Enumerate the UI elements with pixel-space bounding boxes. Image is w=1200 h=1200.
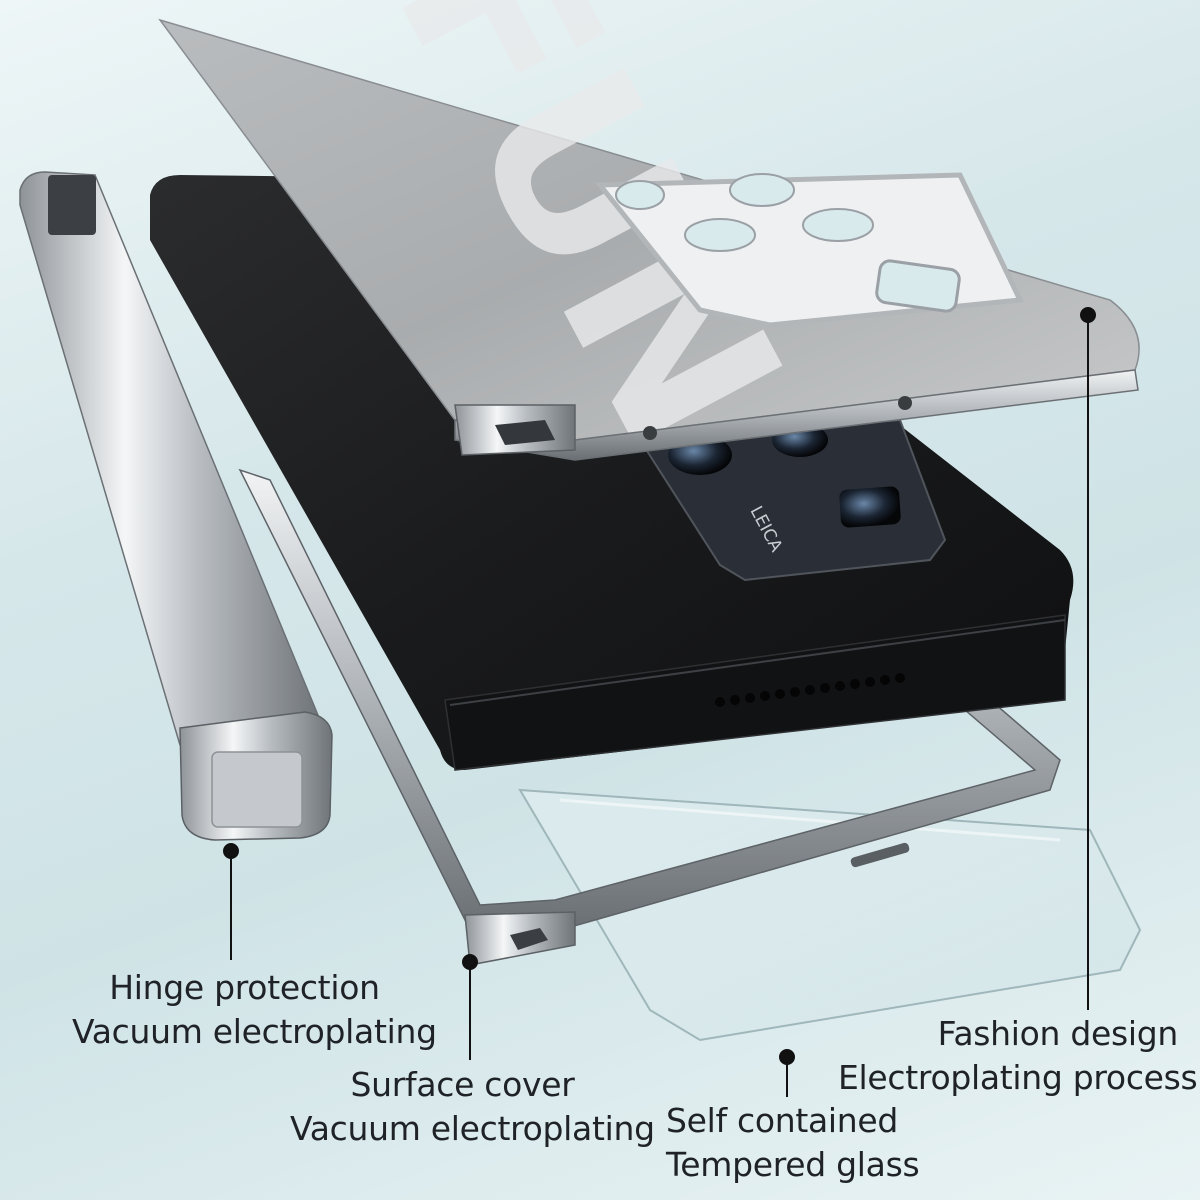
fashion-callout-line2: Electroplating process xyxy=(838,1058,1198,1097)
surface-callout-line2: Vacuum electroplating xyxy=(290,1109,655,1148)
fashion-callout-line1: Fashion design xyxy=(937,1014,1179,1053)
hinge-protection-callout: Hinge protection Vacuum electroplating xyxy=(72,966,437,1054)
foldable-phone-body: LEICA xyxy=(150,175,1074,771)
lens-cutout-icon xyxy=(875,259,961,313)
hinge-callout-line1: Hinge protection xyxy=(109,968,380,1007)
lens-cutout-icon xyxy=(729,173,795,207)
speaker-grille xyxy=(715,673,905,707)
fashion-design-callout: Fashion design Electroplating process xyxy=(838,1012,1198,1100)
fashion-marker-dot-icon xyxy=(1080,307,1096,323)
lens-cutout-icon xyxy=(615,180,665,210)
leader-lines xyxy=(223,307,1096,1097)
surface-cover-callout: Surface cover Vacuum electroplating xyxy=(290,1063,655,1151)
camera-module: LEICA xyxy=(638,418,947,582)
hinge-protection-bar xyxy=(19,171,333,841)
glass-marker-dot-icon xyxy=(779,1049,795,1065)
lens-cutout-icon xyxy=(684,218,756,252)
glass-callout-line2: Tempered glass xyxy=(666,1145,920,1184)
camera-lens-icon xyxy=(839,486,901,528)
hinge-callout-line2: Vacuum electroplating xyxy=(72,1012,437,1051)
surface-marker-dot-icon xyxy=(462,954,478,970)
tempered-glass-panel xyxy=(518,788,1142,1042)
hinge-marker-dot-icon xyxy=(223,843,239,859)
lens-cutout-icon xyxy=(802,208,874,242)
tempered-glass-callout: Self contained Tempered glass xyxy=(666,1099,920,1187)
surface-callout-line1: Surface cover xyxy=(350,1065,575,1104)
glass-callout-line1: Self contained xyxy=(666,1101,899,1140)
